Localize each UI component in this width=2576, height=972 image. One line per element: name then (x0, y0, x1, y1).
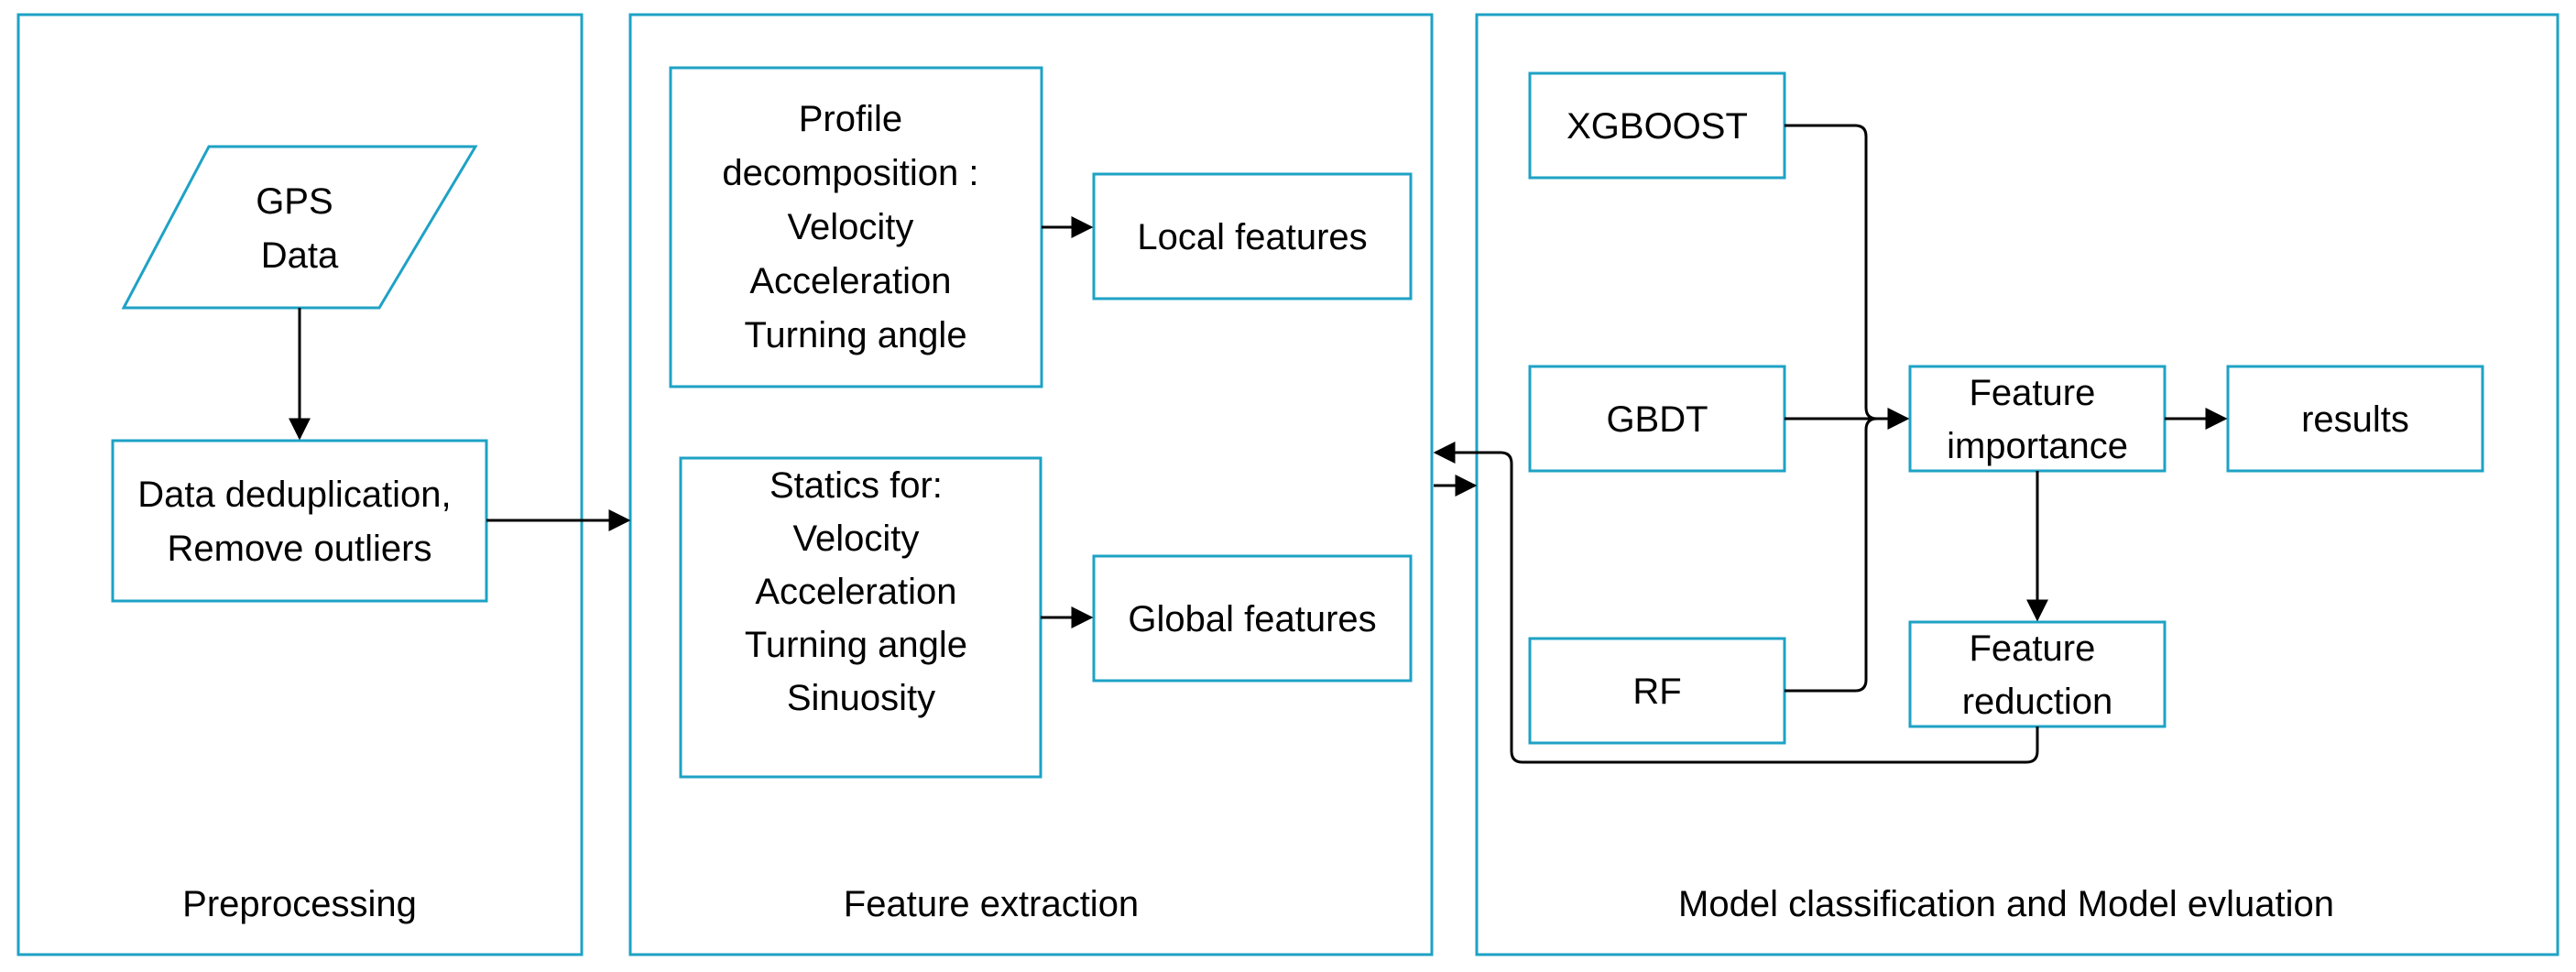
xgboost-node (1528, 71, 1786, 180)
feature-importance-label: Feature importance (1947, 373, 2128, 466)
statics-node (679, 456, 1042, 779)
global-features-label: Global features (1128, 599, 1376, 639)
feature-extraction-title: Feature extraction (844, 884, 1139, 924)
local-features-node (1092, 172, 1413, 300)
results-label: results (2301, 399, 2409, 440)
feature-reduction-label: Feature reduction (1962, 628, 2113, 722)
data-cleaning-node (111, 439, 488, 603)
data-cleaning-label: Data deduplication, Remove outliers (137, 475, 462, 569)
local-features-label: Local features (1137, 217, 1367, 257)
reduction-feedback-arrow (1433, 442, 2039, 764)
preprocessing-title: Preprocessing (182, 884, 417, 924)
feature-importance-node (1908, 365, 2167, 473)
profile-decomposition-label: Profile decomposition : Velocity Acceler… (722, 99, 988, 355)
feature-reduction-node (1908, 620, 2167, 728)
gps-data-label: GPS Data (256, 181, 344, 276)
gbdt-node (1528, 365, 1786, 473)
xgboost-label: XGBOOST (1566, 106, 1748, 147)
gps-data-node (121, 145, 478, 310)
rf-label: RF (1632, 672, 1681, 712)
results-node (2226, 365, 2484, 473)
global-features-node (1092, 554, 1413, 683)
profile-decomposition-node (669, 66, 1043, 388)
model-title: Model classification and Model evluation (1678, 884, 2334, 924)
rf-node (1528, 637, 1786, 745)
statics-label: Statics for: Velocity Acceleration Turni… (745, 465, 977, 718)
gbdt-label: GBDT (1606, 399, 1708, 440)
